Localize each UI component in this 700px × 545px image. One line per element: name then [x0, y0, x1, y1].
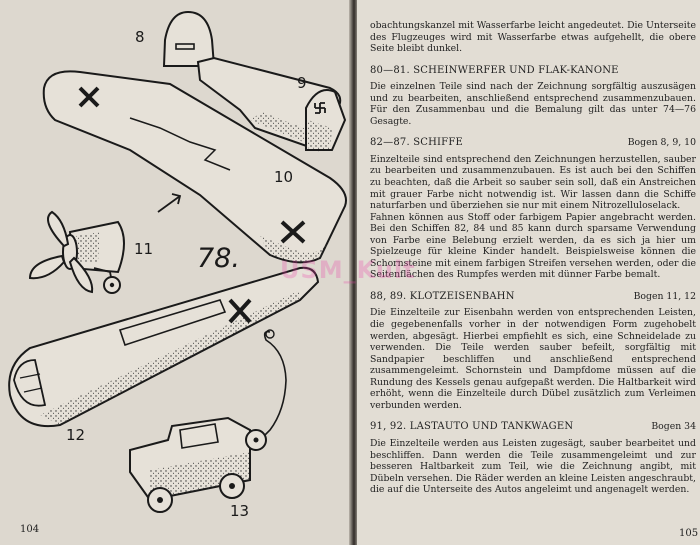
- tailplane-part-9: [196, 56, 347, 152]
- engine-propeller-part-11: [28, 210, 125, 294]
- section-bogen: Bogen 11, 12: [633, 290, 696, 302]
- section-paragraph: Die Einzelteile werden aus Leisten zuges…: [370, 437, 696, 496]
- left-page: 8 9 10 11 78. 12 13 104: [0, 0, 352, 545]
- body-text: obachtungskanzel mit Wasserfarbe leicht …: [370, 20, 696, 496]
- section-bogen: Bogen 34: [651, 421, 696, 433]
- section-title: 82—87. SCHIFFE: [370, 137, 463, 149]
- section-paragraph: Die einzelnen Teile sind nach der Zeichn…: [370, 81, 696, 127]
- section-paragraph: Die Einzelteile zur Eisenbahn werden von…: [370, 307, 696, 411]
- fuselage-part-12: [8, 266, 320, 428]
- page-number-left: 104: [20, 524, 40, 535]
- section-heading: 88, 89. KLOTZEISENBAHN Bogen 11, 12: [370, 291, 696, 303]
- tail-fin-part-8: [162, 10, 216, 67]
- cross-marking-icon: [78, 86, 306, 244]
- figure-number-11: 11: [134, 240, 154, 258]
- truck-part-13: [129, 329, 287, 513]
- book-gutter: [349, 0, 359, 545]
- figure-number-8: 8: [135, 28, 145, 46]
- figure-number-10: 10: [274, 168, 294, 186]
- page-number-right: 105: [679, 528, 699, 539]
- section-heading: 82—87. SCHIFFE Bogen 8, 9, 10: [370, 137, 696, 149]
- cross-marking-icon: [228, 298, 252, 324]
- right-page: obachtungskanzel mit Wasserfarbe leicht …: [357, 0, 700, 545]
- section-heading: 80—81. SCHEINWERFER UND FLAK-KANONE: [370, 65, 696, 77]
- intro-paragraph: obachtungskanzel mit Wasserfarbe leicht …: [370, 20, 696, 55]
- figure-number-9: 9: [297, 74, 307, 92]
- section-title: 80—81. SCHEINWERFER UND FLAK-KANONE: [370, 64, 619, 76]
- model-illustrations: [8, 10, 347, 513]
- section-title: 88, 89. KLOTZEISENBAHN: [370, 290, 515, 302]
- figure-number-13: 13: [230, 502, 250, 520]
- section-paragraph: Fahnen können aus Stoff oder farbigem Pa…: [370, 211, 696, 281]
- arrow-icon: [157, 193, 182, 213]
- figure-number-12: 12: [66, 426, 86, 444]
- section-heading: 91, 92. LASTAUTO UND TANKWAGEN Bogen 34: [370, 421, 696, 433]
- section-title: 91, 92. LASTAUTO UND TANKWAGEN: [370, 421, 574, 433]
- section-bogen: Bogen 8, 9, 10: [627, 137, 696, 149]
- wing-part-10: [42, 70, 347, 264]
- figure-number-78: 78.: [197, 243, 240, 274]
- watermark: USM_Kult: [280, 256, 416, 284]
- swastika-marking-icon: [314, 102, 326, 114]
- section-paragraph: Einzelteile sind entsprechend den Zeichn…: [370, 153, 696, 212]
